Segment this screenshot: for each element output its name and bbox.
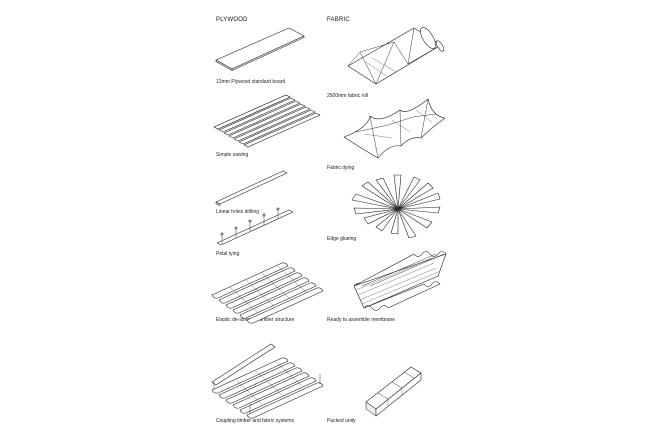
- fabric-step-1-label: 2500mm fabric roll: [327, 93, 369, 99]
- fabric-column-title: FABRIC: [327, 17, 350, 23]
- dyed-fabric-illustration: [343, 98, 446, 159]
- plywood-step-3-label: Linear holes drilling: [216, 209, 260, 215]
- plywood-step-1-label: 12mm Plywood standard board: [216, 79, 286, 85]
- plywood-step-2-label: Simple sawing: [216, 152, 249, 158]
- fabric-step-3-label: Edge glueing: [327, 236, 357, 242]
- timber-structure-illustration: [211, 262, 324, 324]
- tied-petal-illustration: [216, 207, 294, 246]
- drilled-strip-illustration: [215, 170, 288, 206]
- fabric-roll-illustration: [347, 27, 445, 85]
- membrane-illustration: [353, 251, 447, 311]
- plywood-step-6-label: Coupling timber and fabric systems: [216, 418, 295, 424]
- packed-unit-illustration: [365, 366, 422, 417]
- fabric-step-5-label: Packed unity: [327, 418, 356, 424]
- plywood-board-illustration: [215, 27, 305, 71]
- plywood-step-4-label: Petal tying: [216, 251, 240, 257]
- fabric-step-2-label: Fabric dying: [327, 165, 355, 171]
- fabric-step-4-label: Ready to assemble membrane: [327, 317, 396, 323]
- glued-petals-illustration: [351, 174, 441, 239]
- sawn-strips-illustration: [213, 94, 321, 149]
- plywood-column-title: PLYWOOD: [216, 17, 248, 23]
- coupled-system-illustration: [211, 343, 324, 419]
